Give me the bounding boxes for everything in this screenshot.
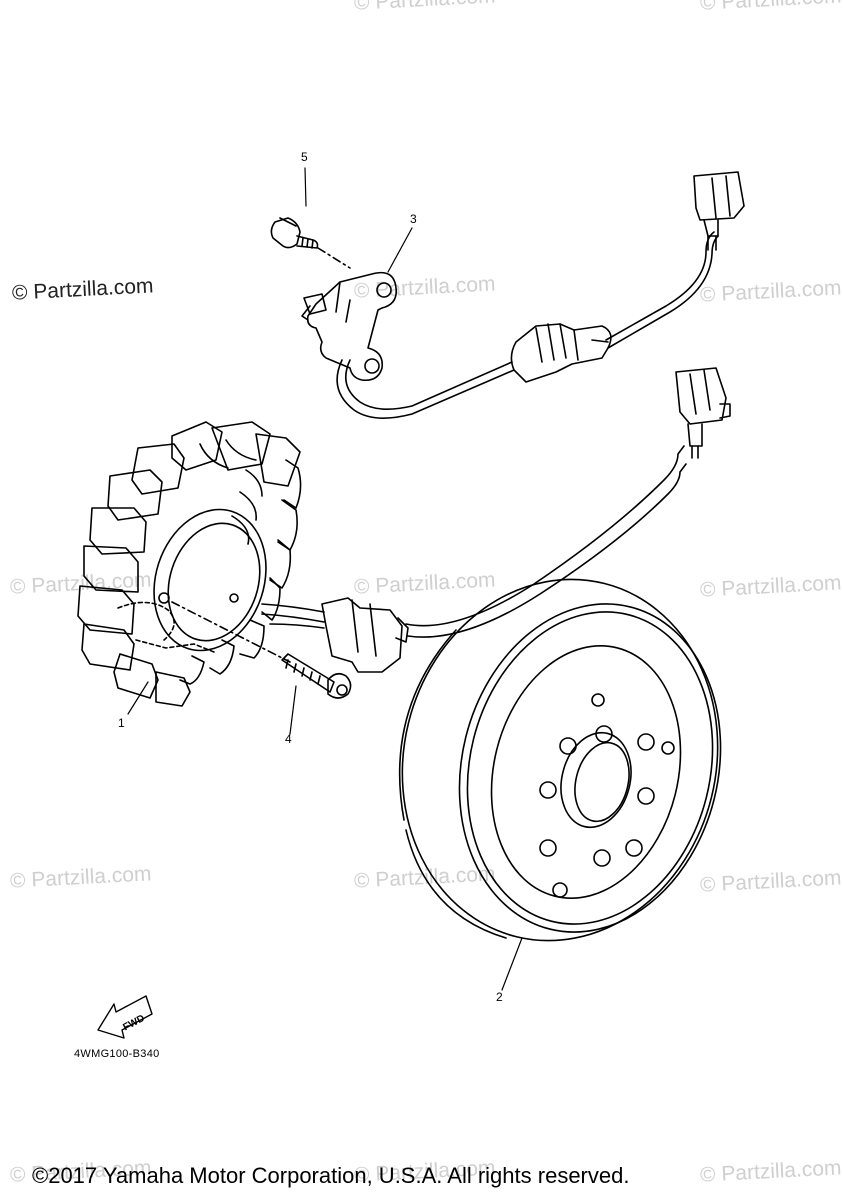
callout-5: 5 (301, 150, 308, 164)
stator-wiring (261, 445, 687, 673)
copyright-notice: ©2017 Yamaha Motor Corporation, U.S.A. A… (32, 1163, 630, 1188)
bolt-part-5 (270, 217, 319, 249)
leader-line (289, 685, 297, 735)
fwd-label: FWD (121, 1013, 146, 1033)
callout-2: 2 (496, 990, 503, 1004)
sensor-connector (693, 171, 745, 251)
stator-part-1 (77, 421, 302, 707)
assembly-line (171, 601, 291, 663)
leader-line (387, 227, 413, 273)
flywheel-rotor-part-2 (398, 578, 722, 942)
leader-line (127, 681, 149, 715)
drawing-code: 4WMG100-B340 (74, 1048, 160, 1060)
callout-1: 1 (118, 716, 125, 730)
bolt-part-4 (281, 653, 352, 699)
pickup-coil-part-3 (301, 271, 398, 382)
callout-3: 3 (410, 212, 417, 226)
stator-connector (675, 367, 731, 459)
callout-4: 4 (285, 732, 292, 746)
assembly-line (317, 247, 351, 269)
leader-line (501, 937, 523, 991)
leader-line (304, 167, 307, 207)
pickup-cable (336, 231, 719, 419)
forward-arrow-icon (97, 995, 153, 1039)
